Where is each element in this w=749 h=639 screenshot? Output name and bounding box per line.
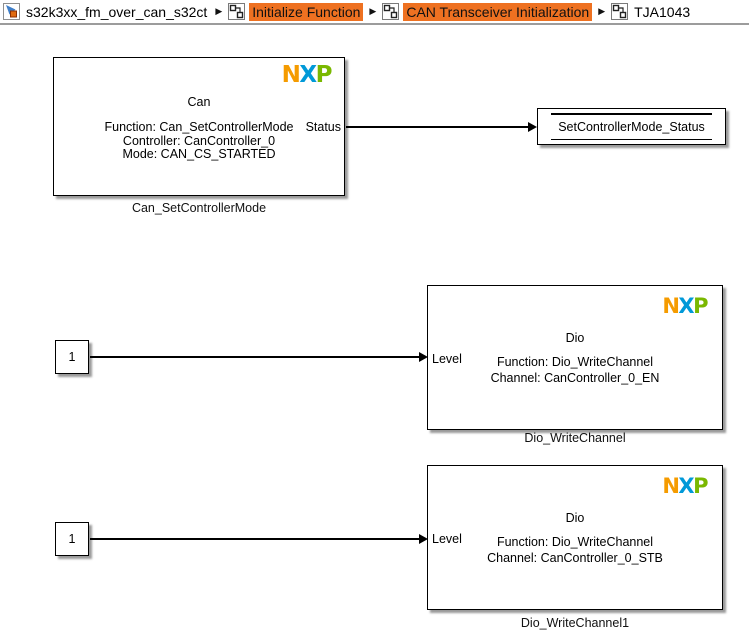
breadcrumb-label-model[interactable]: s32k3xx_fm_over_can_s32ct [26,3,208,20]
subsystem-icon [382,3,400,20]
breadcrumb-item-initialize-function[interactable]: Initialize Function [228,2,364,21]
breadcrumb-item-tja1043[interactable]: TJA1043 [611,3,692,21]
block-parameter-line: Function: Can_SetControllerMode [104,120,294,134]
nxp-logo: NXP [281,62,333,88]
block-parameter-text: Function: Dio_WriteChannel Channel: CanC… [428,535,722,566]
nxp-logo: NXP [662,294,708,318]
block-dio-writechannel[interactable]: NXP Level Dio Function: Dio_WriteChannel… [427,285,723,430]
block-constant-2[interactable]: 1 [55,522,89,556]
block-parameter-line: Channel: CanController_0_STB [487,550,663,565]
block-setcontrollermode-status[interactable]: SetControllerMode_Status [537,108,726,145]
block-title: Dio [565,511,585,525]
subsystem-icon [228,3,246,20]
breadcrumb-label-tja1043[interactable]: TJA1043 [634,3,691,20]
breadcrumb-separator-icon: ▶ [598,6,606,16]
block-title: Dio [565,331,585,345]
block-dio-writechannel1[interactable]: NXP Level Dio Function: Dio_WriteChannel… [427,465,723,610]
breadcrumb-label-initialize-function[interactable]: Initialize Function [249,2,364,21]
signal-line[interactable] [90,538,420,540]
breadcrumb-item-can-transceiver-init[interactable]: CAN Transceiver Initialization [382,2,593,21]
block-parameter-line: Function: Dio_WriteChannel [496,355,654,369]
arrowhead-icon [419,534,428,544]
breadcrumb-separator-icon: ▶ [215,6,223,16]
breadcrumb-label-can-transceiver-init[interactable]: CAN Transceiver Initialization [403,2,593,21]
block-parameter-line: Channel: CanController_0_EN [490,370,660,385]
subsystem-icon [611,3,629,20]
output-port-status: Status [305,120,341,134]
block-parameter-line: Mode: CAN_CS_STARTED [122,147,276,161]
block-can-setcontrollermode[interactable]: NXP Can Function: Can_SetControllerMode … [53,57,345,196]
status-block-text: SetControllerMode_Status [558,119,705,134]
block-label[interactable]: Dio_WriteChannel1 [520,616,630,630]
arrowhead-icon [528,122,537,132]
input-port-level: Level [432,532,462,546]
model-icon [3,3,20,20]
constant-value: 1 [68,532,76,546]
block-parameter-line: Function: Dio_WriteChannel [496,535,654,549]
signal-line[interactable] [90,356,420,358]
block-title: Can [187,95,211,109]
block-parameter-text: Function: Can_SetControllerMode Controll… [54,120,344,162]
constant-value: 1 [68,350,76,364]
block-parameter-line: Controller: CanController_0 [122,133,276,148]
signal-line[interactable] [346,126,529,128]
block-label[interactable]: Can_SetControllerMode [131,201,267,215]
block-label[interactable]: Dio_WriteChannel [524,431,626,445]
breadcrumb-item-model[interactable]: s32k3xx_fm_over_can_s32ct [3,3,209,21]
arrowhead-icon [419,352,428,362]
block-parameter-text: Function: Dio_WriteChannel Channel: CanC… [428,355,722,386]
block-constant-1[interactable]: 1 [55,340,89,374]
breadcrumb-separator-icon: ▶ [369,6,377,16]
input-port-level: Level [432,352,462,366]
top-rule [551,113,712,115]
breadcrumb: s32k3xx_fm_over_can_s32ct ▶ Initialize F… [0,0,749,25]
bottom-rule [551,138,712,140]
nxp-logo: NXP [662,474,708,498]
